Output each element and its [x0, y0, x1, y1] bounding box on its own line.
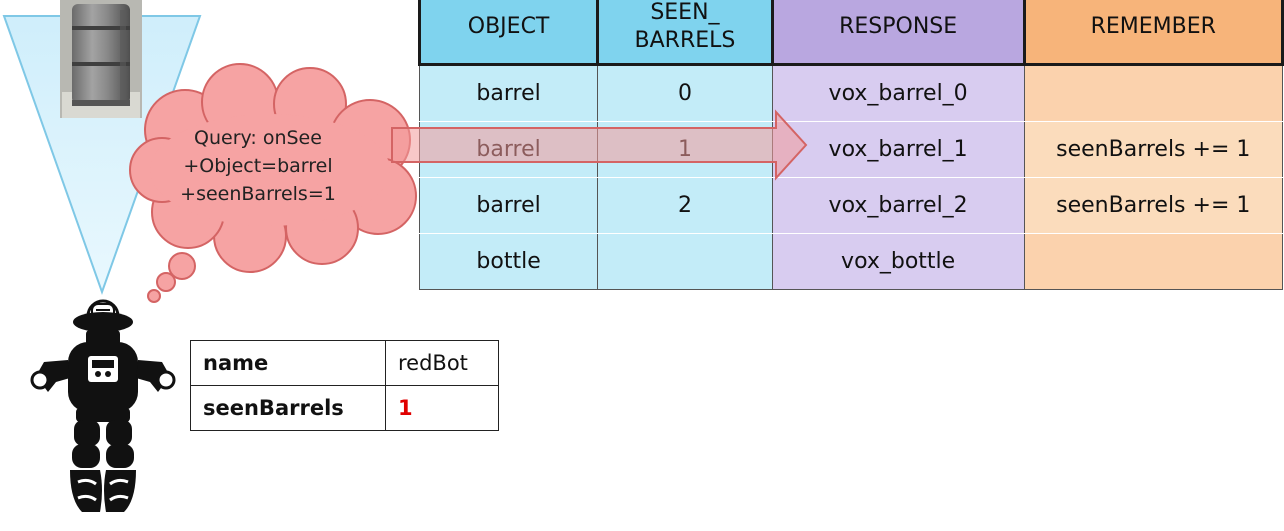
- state-row: name redBot: [190, 340, 499, 386]
- robot-icon: [30, 299, 176, 512]
- rules-header-row: OBJECT SEEN_ BARRELS RESPONSE REMEMBER: [417, 0, 1284, 66]
- rule-row: barrel 0 vox_barrel_0: [418, 64, 1284, 122]
- rule-object: barrel: [418, 64, 599, 122]
- header-seen-barrels: SEEN_ BARRELS: [596, 0, 774, 66]
- header-remember: REMEMBER: [1022, 0, 1284, 66]
- header-seen-line1: SEEN_: [650, 0, 720, 25]
- query-text: Query: onSee +Object=barrel +seenBarrels…: [158, 124, 358, 208]
- rule-object: bottle: [418, 233, 599, 290]
- state-value: redBot: [385, 340, 499, 386]
- thought-cloud: [129, 63, 417, 303]
- rule-seen-barrels: 0: [597, 64, 773, 122]
- header-seen-line2: BARRELS: [634, 28, 736, 53]
- rule-seen-barrels: [597, 233, 773, 290]
- rule-remember: seenBarrels += 1: [1023, 177, 1284, 234]
- rule-response: vox_barrel_1: [771, 121, 1025, 178]
- query-line-event: Query: onSee: [194, 127, 322, 149]
- state-key: seenBarrels: [190, 385, 386, 431]
- state-value-highlighted: 1: [385, 385, 499, 431]
- state-table: name redBot seenBarrels 1: [190, 340, 499, 431]
- query-line-object: +Object=barrel: [183, 155, 333, 177]
- rule-remember: seenBarrels += 1: [1023, 121, 1284, 178]
- rule-response: vox_barrel_0: [771, 64, 1025, 122]
- rule-remember: [1023, 233, 1284, 290]
- rule-row-matched: barrel 1 vox_barrel_1 seenBarrels += 1: [418, 121, 1284, 178]
- rule-object: barrel: [418, 121, 599, 178]
- query-line-seen: +seenBarrels=1: [180, 183, 336, 205]
- rule-seen-barrels: 2: [597, 177, 773, 234]
- rule-response: vox_barrel_2: [771, 177, 1025, 234]
- barrel-image: [60, 0, 142, 118]
- header-object: OBJECT: [417, 0, 600, 66]
- rule-seen-barrels: 1: [597, 121, 773, 178]
- state-key: name: [190, 340, 386, 386]
- rule-remember: [1023, 64, 1284, 122]
- rule-object: barrel: [418, 177, 599, 234]
- rule-row: bottle vox_bottle: [418, 233, 1284, 290]
- rule-response: vox_bottle: [771, 233, 1025, 290]
- state-row: seenBarrels 1: [190, 385, 499, 431]
- header-response: RESPONSE: [770, 0, 1026, 66]
- rule-row: barrel 2 vox_barrel_2 seenBarrels += 1: [418, 177, 1284, 234]
- rules-table: OBJECT SEEN_ BARRELS RESPONSE REMEMBER b…: [417, 0, 1284, 290]
